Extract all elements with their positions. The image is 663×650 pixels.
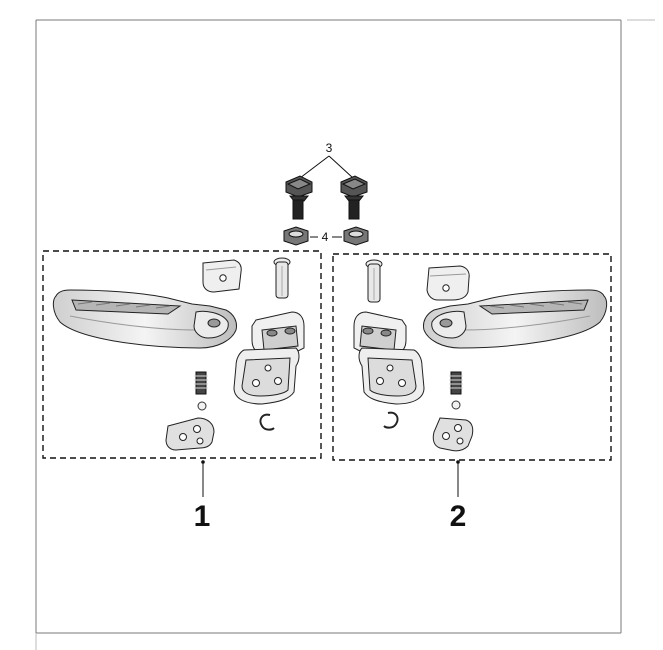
clip-right <box>383 411 399 429</box>
bolt-right <box>340 175 368 220</box>
callout-assembly-right-group: 2 <box>450 460 467 533</box>
bracket-left <box>233 311 305 405</box>
pin-left <box>273 257 291 299</box>
nut-left <box>283 226 309 246</box>
bolt-left <box>285 175 313 220</box>
callout-assembly-left-group: 1 <box>194 460 211 533</box>
bracket-right <box>353 311 425 405</box>
ball-left <box>197 401 207 411</box>
page-border <box>35 19 655 650</box>
nut-right <box>343 226 369 246</box>
callout-bolt-label-group: 3 <box>298 141 355 180</box>
callout-bolt: 3 <box>326 141 333 155</box>
callout-nut: 4 <box>322 230 329 244</box>
callout-assembly-left: 1 <box>194 500 211 533</box>
ball-right <box>451 400 461 410</box>
assembly-left-box <box>42 250 322 459</box>
plate-left <box>202 259 242 293</box>
callout-assembly-right: 2 <box>450 500 467 533</box>
spring-left <box>194 371 208 395</box>
spring-right <box>449 371 463 395</box>
small-plate-right <box>432 417 474 452</box>
footpeg-right <box>423 289 608 349</box>
small-plate-left <box>165 417 215 451</box>
clip-left <box>259 413 275 431</box>
footpeg-left <box>52 289 237 349</box>
callout-nut-label-group: 4 <box>310 230 342 244</box>
pin-right <box>365 259 383 303</box>
plate-right <box>426 265 470 301</box>
assembly-right-box <box>332 253 612 461</box>
